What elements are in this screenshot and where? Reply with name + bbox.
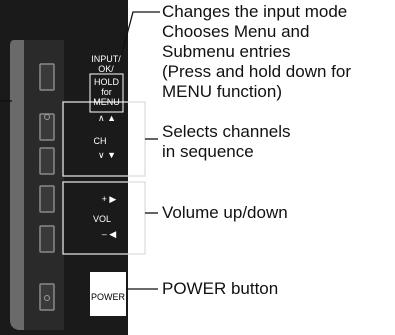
- power-dot-icon: [44, 295, 50, 301]
- vol-bracket: [62, 181, 146, 255]
- ch-down-arrows-label: ∨ ▼: [98, 150, 116, 160]
- power-label: POWER: [90, 292, 125, 302]
- ch-up-arrows-label: ∧ ▲: [98, 113, 116, 123]
- power-button: [39, 283, 55, 311]
- ch-label: CH: [93, 136, 107, 146]
- ch-up-button: [39, 113, 55, 141]
- volume-callout: Volume up/down: [162, 203, 288, 222]
- vol-label: VOL: [92, 214, 111, 224]
- input-ok-button: [39, 63, 55, 91]
- power-callout: POWER button: [162, 279, 279, 298]
- panel-side-edge: [10, 40, 24, 330]
- vol-plus-label: + ▶: [101, 194, 117, 204]
- vol-down-button: [39, 225, 55, 253]
- hold-menu-box: [89, 73, 124, 113]
- ch-down-button: [39, 147, 55, 175]
- power-label-box: [90, 272, 126, 316]
- input-mode-callout: Changes the input mode Chooses Menu and …: [162, 2, 351, 101]
- vol-up-button: [39, 185, 55, 213]
- hold-for-menu-label: HOLD for MENU: [93, 77, 120, 107]
- input-mode-leader: [104, 11, 160, 58]
- vol-minus-label: – ◀: [101, 229, 117, 239]
- ch-up-dot-icon: [44, 114, 50, 120]
- channels-callout: Selects channels in sequence: [162, 122, 291, 161]
- input-ok-label: INPUT/ OK/: [91, 54, 121, 74]
